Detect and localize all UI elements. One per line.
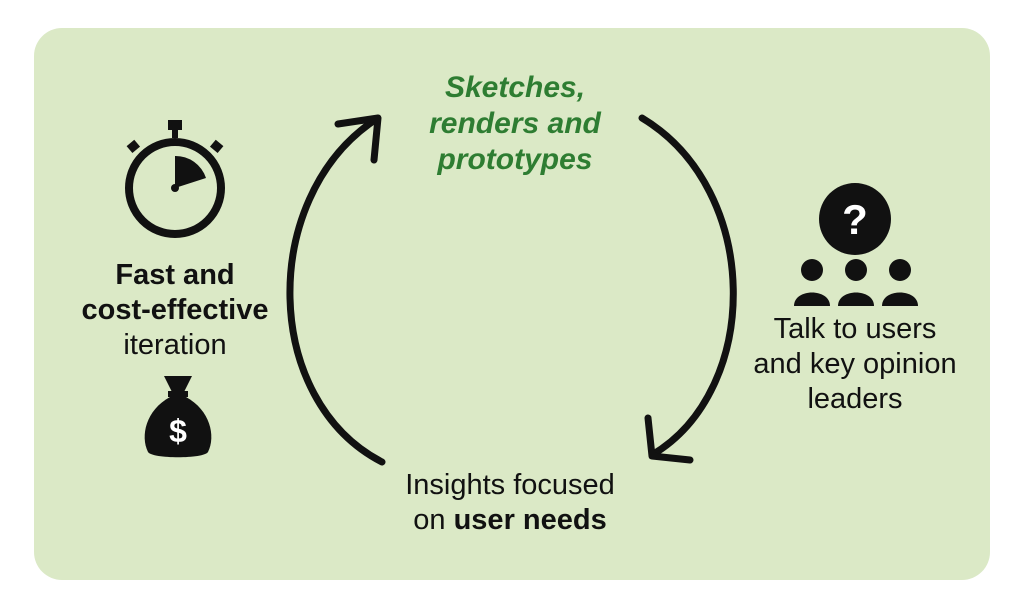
iteration-label-line3: iteration — [123, 328, 227, 361]
stopwatch-icon — [125, 120, 225, 238]
cycle-arrow-left — [286, 118, 386, 466]
prototypes-label-line3: prototypes — [437, 143, 593, 176]
dollar-sign: $ — [169, 413, 187, 449]
users-label: Talk to users and key opinion leaders — [720, 312, 990, 416]
prototypes-label-line2: renders and — [429, 107, 601, 140]
money-bag-icon: $ — [144, 376, 212, 458]
prototypes-label: Sketches, renders and prototypes — [380, 70, 650, 178]
prototypes-label-line1: Sketches, — [444, 71, 586, 104]
insights-label-line1: Insights focused — [405, 469, 615, 501]
question-mark-icon: ? — [819, 183, 891, 255]
iteration-label: Fast and cost-effective iteration — [55, 258, 295, 362]
people-group-icon — [794, 259, 918, 306]
insights-label-bold: user needs — [453, 503, 607, 536]
question-symbol: ? — [842, 196, 868, 243]
diagram-panel — [34, 28, 990, 580]
cycle-arrow-right-head — [644, 414, 694, 464]
iteration-label-line1: Fast and — [115, 259, 235, 291]
iteration-label-line2: cost-effective — [81, 293, 269, 326]
cycle-arrow-left-head — [334, 114, 382, 164]
insights-label-prefix: on — [413, 503, 454, 536]
insights-label-line2: on user needs — [360, 503, 660, 538]
users-label-line2: and key opinion — [753, 347, 957, 380]
insights-label: Insights focused on user needs — [360, 468, 660, 538]
users-label-line3: leaders — [807, 382, 903, 415]
users-label-line1: Talk to users — [773, 313, 937, 345]
cycle-arrow-right — [638, 114, 737, 459]
